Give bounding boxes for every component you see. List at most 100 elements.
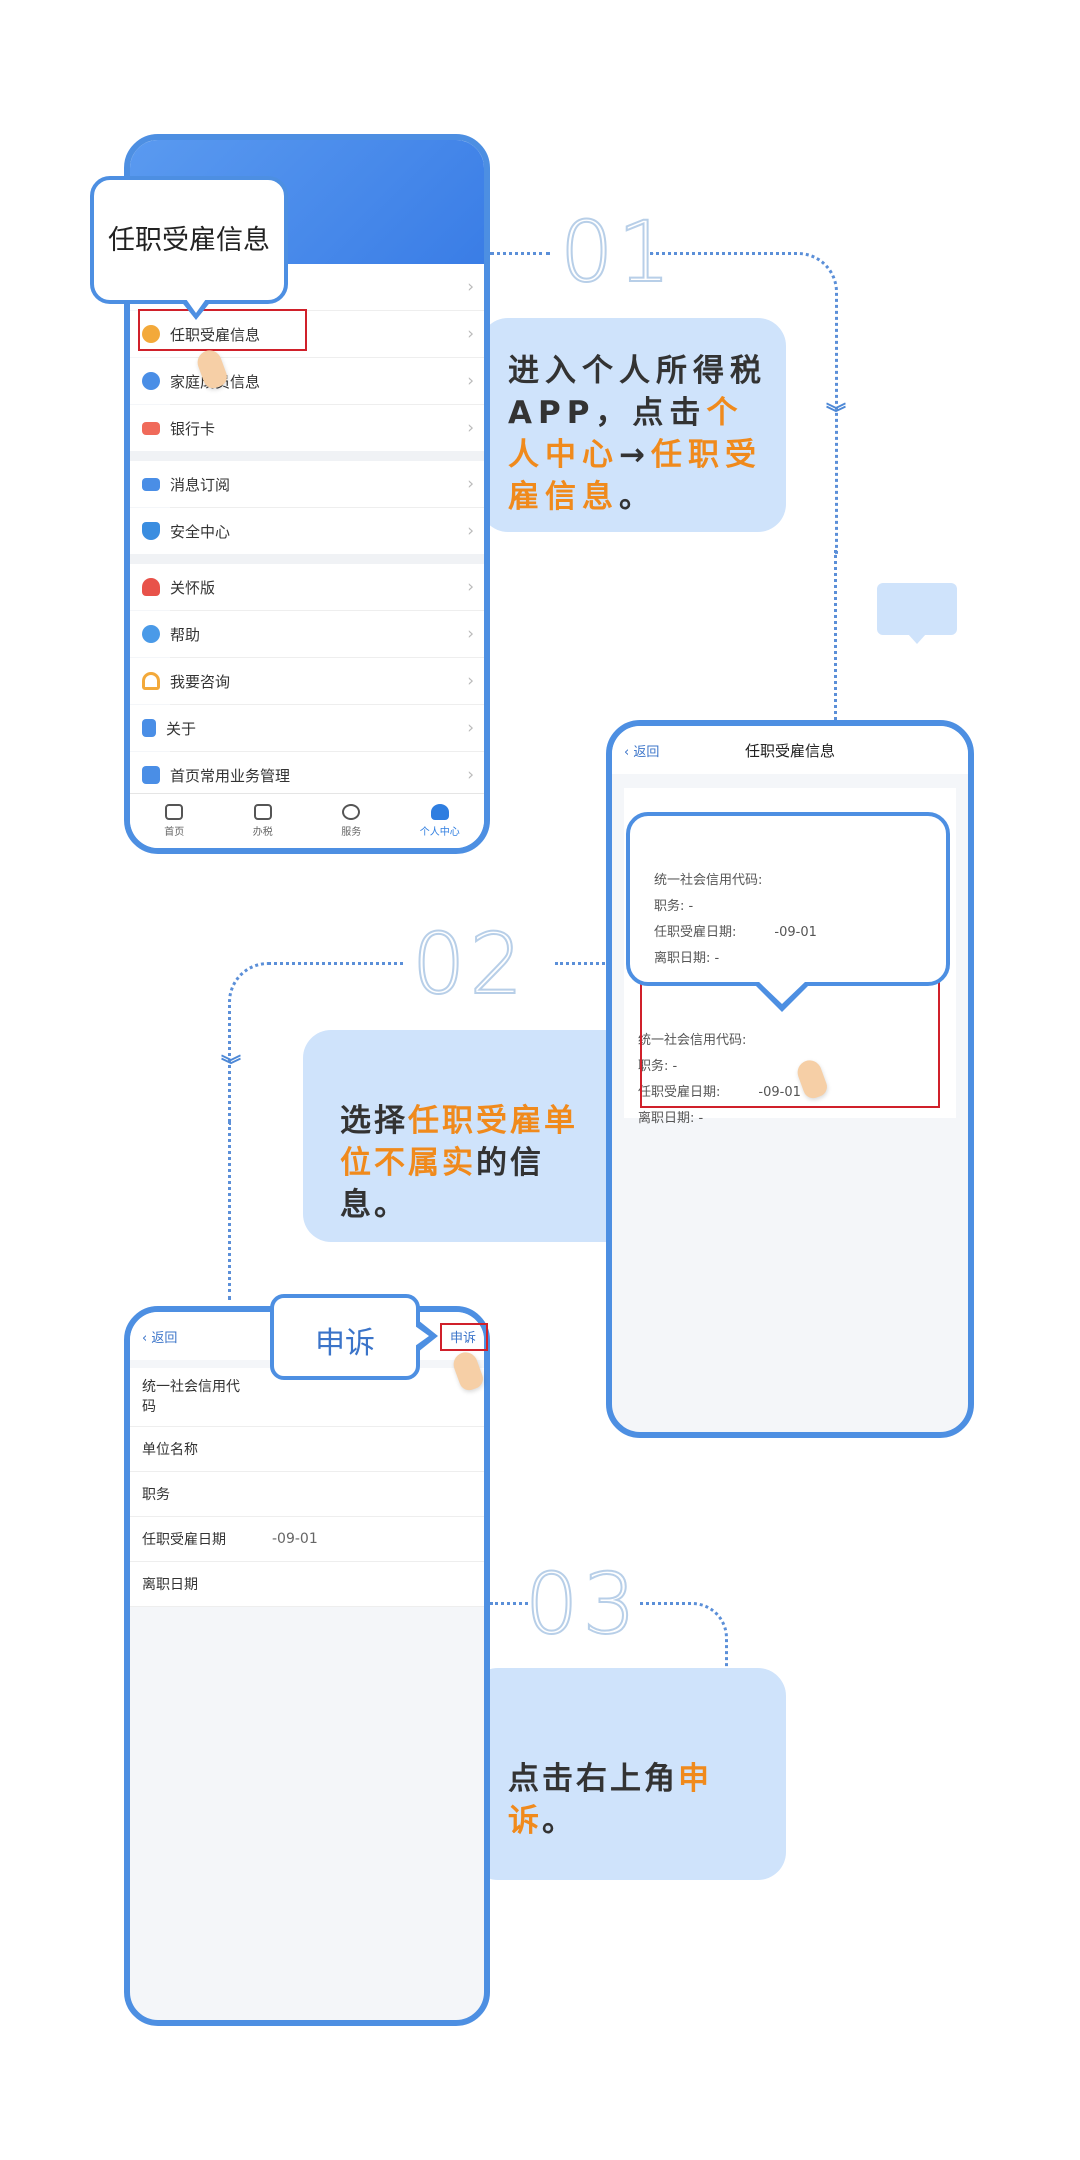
headset-icon [142,672,160,690]
menu-item-consult[interactable]: 我要咨询 › [130,658,484,704]
menu-item-home-business[interactable]: 首页常用业务管理› [130,752,484,798]
connector-curve [650,252,838,555]
person-icon [142,325,160,343]
instruction-text: 选择 [340,1103,408,1139]
chevron-right-icon: › [467,521,474,541]
highlight-text: 个人中心 [508,395,744,473]
edit-doc-icon [253,804,272,820]
decorative-speech-box [877,583,957,635]
field-value: -09-01 [272,1531,318,1547]
shield-icon [142,522,160,540]
menu-item-about[interactable]: 关于› [130,705,484,751]
field-label: 离职日期 [142,1577,198,1593]
menu-item-label: 我要咨询 [170,672,231,691]
callout-tail-fill [186,299,206,313]
menu-item-label: 任职受雇信息 [170,325,261,344]
position-label: 职务: - [638,1059,678,1074]
step-number-03: 03 [524,1555,640,1653]
highlight-text: 任职受雇信息 [508,437,762,515]
tab-label: 服务 [341,827,362,838]
connector-line [490,1602,528,1605]
chevron-right-icon: › [467,671,474,691]
bank-card-icon [142,421,160,435]
tab-tax[interactable]: 办税 [219,794,308,848]
position-label: 职务: - [654,899,694,914]
home-icon [165,804,184,820]
back-label: 返回 [633,745,660,760]
callout-record-lines: 统一社会信用代码: 职务: - 任职受雇日期:-09-01 离职日期: - [654,868,817,972]
form-row-position: 职务 [130,1472,484,1517]
instruction-card-2 [303,1030,633,1242]
field-label: 单位名称 [142,1442,198,1458]
connector-line [555,962,610,965]
tab-service[interactable]: 服务 [307,794,396,848]
instruction-text: → [619,437,651,473]
callout-label: 申诉 [315,1326,375,1361]
menu-item-label: 首页常用业务管理 [170,766,291,785]
phone-mockup-appeal: ‹ 返回 申诉 统一社会信用代码 单位名称 职务 任职受雇日期-09-01 离职… [124,1306,490,2026]
menu-item-care-mode[interactable]: 关怀版 › [130,564,484,610]
callout-bubble-appeal: 申诉 [270,1294,420,1380]
appeal-label: 申诉 [449,1331,476,1346]
form-row-company-name: 单位名称 [130,1427,484,1472]
leave-date-label: 离职日期: - [638,1111,704,1126]
menu-item-message-subscription[interactable]: 消息订阅› [130,461,484,507]
plus-icon [142,766,160,784]
hire-date-label: 任职受雇日期: [638,1085,721,1100]
menu-item-family-info[interactable]: 家庭成员信息› [130,358,484,404]
credit-code-label: 统一社会信用代码: [654,873,763,888]
field-label: 职务 [142,1487,170,1503]
menu-item-label: 消息订阅 [170,475,231,494]
menu-item-label: 关于 [166,719,197,738]
connector-line [490,252,550,255]
instruction-text-2: 选择任职受雇单位不属实的信息。 [340,1100,598,1226]
chevron-right-icon: › [467,324,474,344]
form-row-leave-date: 离职日期 [130,1562,484,1607]
chevron-right-icon: › [467,624,474,644]
back-label: 返回 [151,1331,178,1346]
instruction-text-3: 点击右上角申诉。 [508,1758,778,1842]
instruction-text: 。 [542,1803,576,1839]
chevron-down-icon: ︾ [826,401,846,425]
tab-personal-center[interactable]: 个人中心 [396,794,485,848]
callout-tail-fill [415,1326,429,1346]
chevron-right-icon: › [467,277,474,297]
menu-item-help[interactable]: 帮助› [130,611,484,657]
credit-code-label: 统一社会信用代码: [638,1033,747,1048]
connector-line [834,550,837,720]
record-list-bottom: 统一社会信用代码: 职务: - 任职受雇日期:-09-01 离职日期: - [638,1028,801,1132]
menu-item-label: 安全中心 [170,522,231,541]
instruction-text-1: 进入个人所得税APP，点击个人中心→任职受雇信息。 [508,350,772,518]
instruction-card-3 [470,1668,786,1880]
back-button[interactable]: ‹ 返回 [624,745,660,760]
chevron-right-icon: › [467,371,474,391]
menu-item-security-center[interactable]: 安全中心 › [130,508,484,554]
connector-curve [640,1602,728,1667]
appeal-button[interactable]: 申诉 [450,1327,476,1346]
menu-item-bank-card[interactable]: 银行卡› [130,405,484,451]
hire-date-value: -09-01 [774,925,817,940]
detail-form: 统一社会信用代码 单位名称 职务 任职受雇日期-09-01 离职日期 [130,1368,484,1607]
heart-hand-icon [342,804,361,820]
tab-home[interactable]: 首页 [130,794,219,848]
help-icon [142,625,160,643]
instruction-text: 进入个人所得税APP，点击 [508,353,767,431]
instruction-text: 。 [619,479,656,515]
chevron-right-icon: › [467,577,474,597]
tab-label: 办税 [252,827,273,838]
instruction-text: 点击右上角 [508,1761,678,1797]
document-icon [142,719,156,737]
mail-icon [142,477,160,491]
step-number-02: 02 [411,915,527,1013]
form-row-hire-date: 任职受雇日期-09-01 [130,1517,484,1562]
back-button[interactable]: ‹ 返回 [142,1331,178,1346]
user-icon [430,804,449,820]
menu-item-label: 关怀版 [170,578,216,597]
heart-icon [142,578,160,596]
callout-bubble-employment-info: 任职受雇信息 [90,176,288,304]
bottom-tab-bar: 首页 办税 服务 个人中心 [130,793,484,848]
highlight-text: 申诉 [508,1761,712,1839]
callout-bubble-record: 统一社会信用代码: 职务: - 任职受雇日期:-09-01 离职日期: - [626,812,950,986]
page-title: 任职受雇信息 [744,741,835,760]
connector-line [228,1120,231,1300]
